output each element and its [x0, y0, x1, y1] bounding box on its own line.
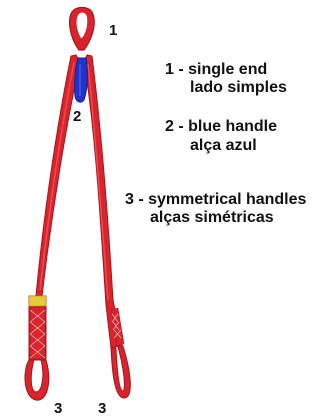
callout-number-1: 1 — [109, 23, 117, 38]
callout-number-2: 2 — [73, 109, 81, 124]
callout-number-3-left: 3 — [54, 401, 62, 416]
legend-1-english: 1 - single end — [165, 62, 267, 78]
right-bottom-loop — [111, 346, 130, 398]
right-strap-leg — [84, 55, 122, 348]
legend-2-english: 2 - blue handle — [165, 119, 277, 135]
left-stitch-panel — [30, 307, 45, 359]
legend-3-portuguese: alças simétricas — [150, 210, 274, 226]
left-label-tag — [29, 296, 46, 306]
blue-handle — [75, 58, 88, 102]
left-bottom-loop — [25, 360, 49, 400]
legend-2-portuguese: alça azul — [190, 138, 257, 154]
callout-number-3-right: 3 — [98, 401, 106, 416]
legend-3-english: 3 - symmetrical handles — [125, 192, 306, 208]
legend-1-portuguese: lado simples — [190, 80, 287, 96]
